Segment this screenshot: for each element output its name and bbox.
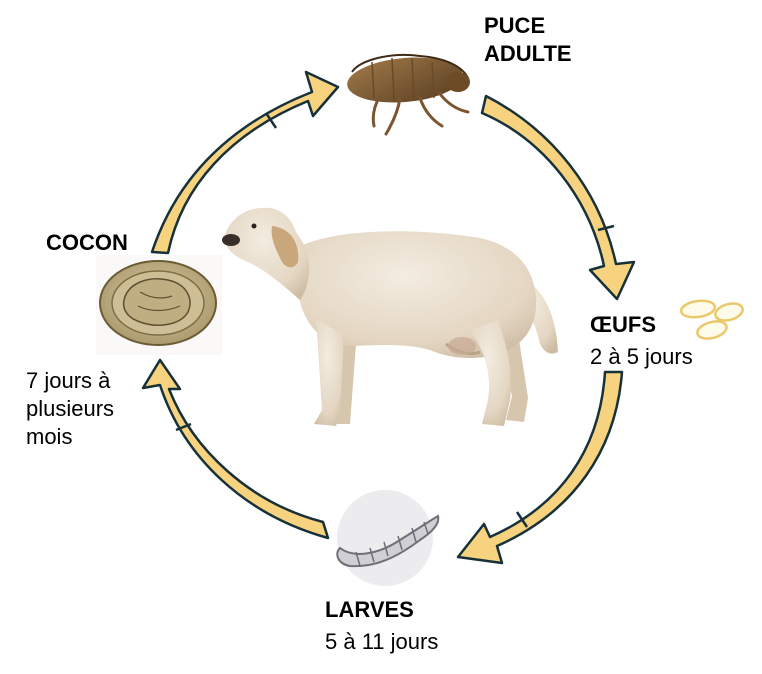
- dog-illustration: [222, 208, 558, 426]
- adult-flea-label-line2: ADULTE: [484, 40, 624, 68]
- flea-icon: [345, 53, 470, 134]
- cocoon-label: COCON: [46, 229, 166, 257]
- larvae-label: LARVES: [325, 596, 485, 624]
- cocoon-duration-line1: 7 jours à: [26, 367, 156, 395]
- cocoon-duration: 7 jours à plusieurs mois: [26, 367, 156, 451]
- larva-icon: [337, 490, 438, 586]
- eggs-label: ŒUFS: [590, 311, 730, 339]
- arrow-larvae-to-cocoon: [143, 360, 328, 538]
- adult-flea-label: PUCE ADULTE: [484, 12, 624, 68]
- adult-flea-label-line1: PUCE: [484, 12, 624, 40]
- eggs-duration: 2 à 5 jours: [590, 343, 750, 371]
- cocoon-icon: [96, 255, 222, 355]
- cocoon-duration-line2: plusieurs: [26, 395, 156, 423]
- larvae-duration: 5 à 11 jours: [325, 628, 505, 656]
- arrow-eggs-to-larvae: [458, 372, 622, 563]
- cocoon-duration-line3: mois: [26, 423, 156, 451]
